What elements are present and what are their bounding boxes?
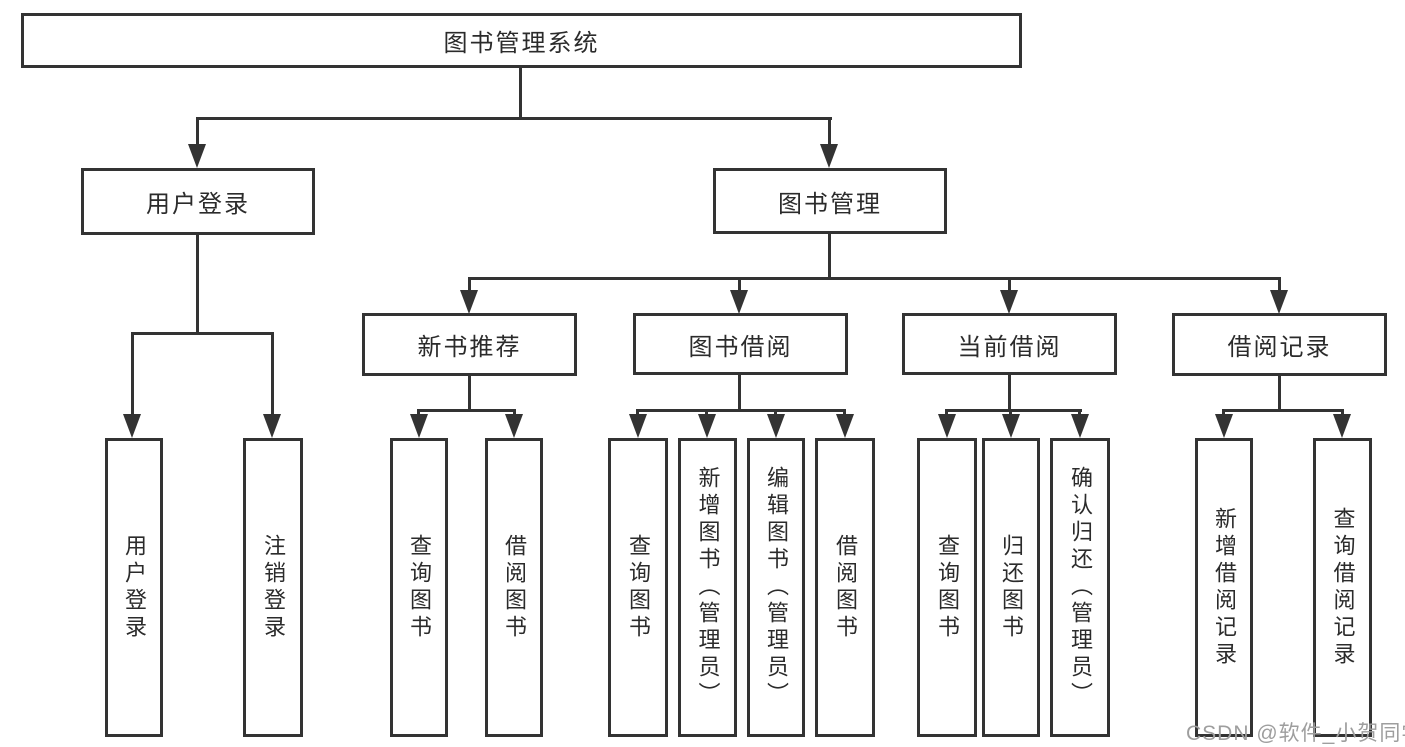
connector-line	[1008, 277, 1011, 295]
connector-line	[1078, 409, 1081, 418]
arrowhead-down-icon	[730, 290, 748, 314]
arrowhead-down-icon	[698, 414, 716, 438]
connector-line	[131, 332, 134, 418]
leaf-return-books: 归还图书	[982, 438, 1040, 737]
connector-line	[945, 409, 948, 418]
connector-line	[1009, 409, 1012, 418]
connector-line	[417, 409, 420, 418]
arrowhead-down-icon	[1215, 414, 1233, 438]
connector-line	[196, 117, 832, 120]
node-library-management-system: 图书管理系统	[21, 13, 1022, 68]
arrowhead-down-icon	[836, 414, 854, 438]
connector-line	[843, 409, 846, 418]
connector-line	[1341, 409, 1344, 418]
arrowhead-down-icon	[1333, 414, 1351, 438]
arrowhead-down-icon	[938, 414, 956, 438]
connector-line	[1222, 409, 1225, 418]
connector-line	[738, 375, 741, 412]
connector-line	[468, 277, 471, 295]
arrowhead-down-icon	[1000, 290, 1018, 314]
arrowhead-down-icon	[263, 414, 281, 438]
leaf-borrow-books: 借阅图书	[815, 438, 875, 737]
connector-line	[196, 235, 199, 335]
leaf-logout: 注销登录	[243, 438, 303, 737]
arrowhead-down-icon	[410, 414, 428, 438]
arrowhead-down-icon	[1270, 290, 1288, 314]
arrowhead-down-icon	[767, 414, 785, 438]
connector-line	[196, 117, 199, 147]
connector-line	[1222, 409, 1343, 412]
node-borrowing-records: 借阅记录	[1172, 313, 1387, 376]
connector-line	[828, 117, 831, 147]
arrowhead-down-icon	[1002, 414, 1020, 438]
connector-line	[519, 68, 522, 120]
leaf-query-borrow-record: 查询借阅记录	[1313, 438, 1372, 737]
connector-line	[1278, 376, 1281, 412]
arrowhead-down-icon	[123, 414, 141, 438]
connector-line	[828, 232, 831, 280]
connector-line	[513, 409, 516, 418]
connector-line	[738, 277, 741, 295]
arrowhead-down-icon	[1071, 414, 1089, 438]
leaf-query-books-recommend: 查询图书	[390, 438, 448, 737]
node-book-borrowing: 图书借阅	[633, 313, 848, 375]
connector-line	[945, 409, 1082, 412]
arrowhead-down-icon	[820, 144, 838, 168]
connector-line	[636, 409, 846, 412]
arrowhead-down-icon	[460, 290, 478, 314]
node-new-book-recommendation: 新书推荐	[362, 313, 577, 376]
leaf-add-books-admin: 新增图书（管理员）	[678, 438, 737, 737]
connector-line	[636, 409, 639, 418]
arrowhead-down-icon	[188, 144, 206, 168]
node-book-management: 图书管理	[713, 168, 947, 234]
leaf-borrow-books-recommend: 借阅图书	[485, 438, 543, 737]
connector-line	[131, 332, 274, 335]
connector-line	[1278, 277, 1281, 295]
arrowhead-down-icon	[505, 414, 523, 438]
connector-line	[1008, 375, 1011, 412]
csdn-watermark: CSDN @软件_小贺同学	[1186, 722, 1405, 745]
leaf-user-login: 用户登录	[105, 438, 163, 737]
connector-line	[468, 376, 471, 412]
leaf-edit-books-admin: 编辑图书（管理员）	[747, 438, 805, 737]
arrowhead-down-icon	[629, 414, 647, 438]
leaf-query-books-borrow: 查询图书	[608, 438, 668, 737]
connector-line	[705, 409, 708, 418]
leaf-add-borrow-record: 新增借阅记录	[1195, 438, 1253, 737]
node-user-login: 用户登录	[81, 168, 315, 235]
connector-line	[271, 332, 274, 418]
leaf-confirm-return-admin: 确认归还（管理员）	[1050, 438, 1110, 737]
leaf-query-books-current: 查询图书	[917, 438, 977, 737]
node-current-borrowing: 当前借阅	[902, 313, 1117, 375]
connector-line	[417, 409, 516, 412]
connector-line	[468, 277, 1281, 280]
connector-line	[774, 409, 777, 418]
